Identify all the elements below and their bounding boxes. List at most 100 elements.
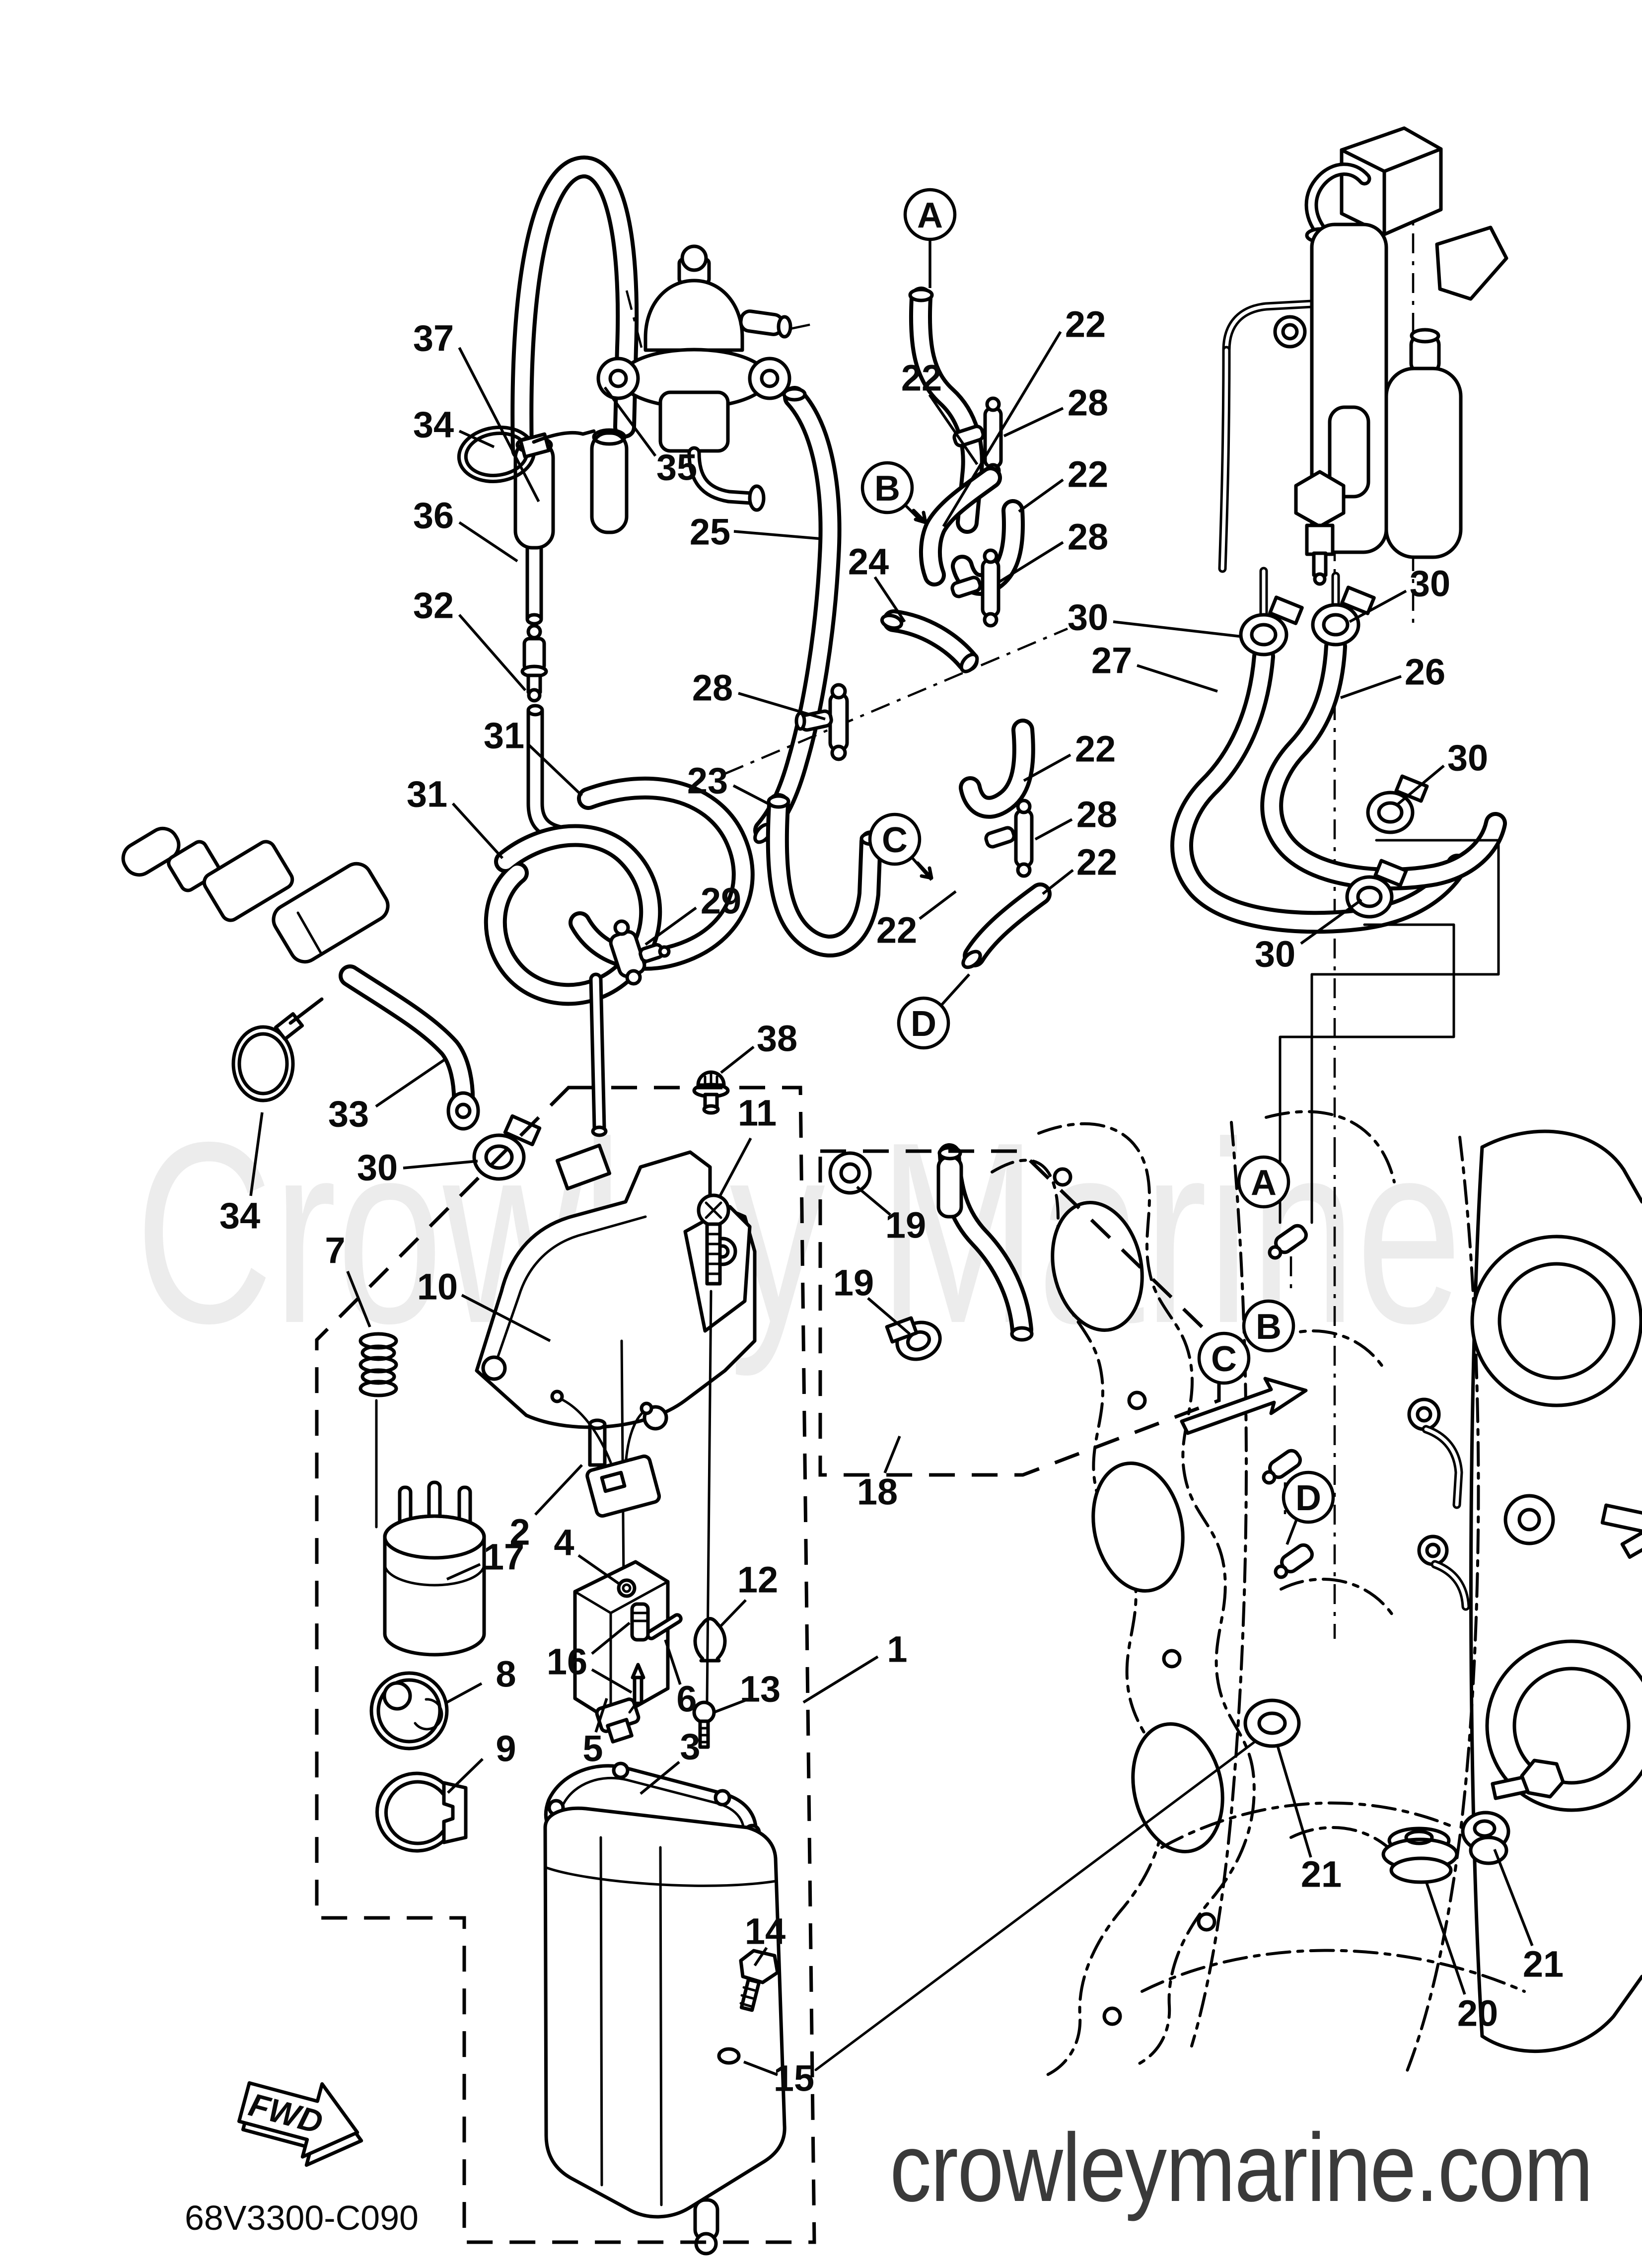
callout-label: 28 xyxy=(1068,516,1108,558)
callout-26[interactable]: 26 xyxy=(1340,652,1445,699)
fuel-pressure-regulator xyxy=(596,244,815,512)
callout-4[interactable]: 4 xyxy=(554,1522,621,1586)
callout-31[interactable]: 31 xyxy=(407,774,504,859)
leader-line xyxy=(1285,1518,1298,1545)
callout-27[interactable]: 27 xyxy=(1091,640,1218,693)
callout-38[interactable]: 38 xyxy=(720,1018,797,1074)
callout-20[interactable]: 20 xyxy=(1425,1881,1498,2034)
callout-28[interactable]: 28 xyxy=(1003,382,1108,438)
pump-wiring-connector xyxy=(550,1390,661,1518)
callout-7[interactable]: 7 xyxy=(325,1230,371,1328)
callout-25[interactable]: 25 xyxy=(690,512,822,553)
callout-3[interactable]: 3 xyxy=(640,1726,701,1795)
callout-13[interactable]: 13 xyxy=(714,1669,781,1714)
callout-label: B xyxy=(874,469,900,509)
callout-12[interactable]: 12 xyxy=(718,1559,778,1629)
leader-line xyxy=(856,1185,891,1216)
callout-18[interactable]: 18 xyxy=(857,1435,901,1513)
callout-6[interactable]: 6 xyxy=(664,1639,697,1720)
callout-9[interactable]: 9 xyxy=(447,1728,516,1794)
screw-14 xyxy=(739,1949,780,2012)
callout-a[interactable]: A xyxy=(1237,1155,1290,1209)
leader-line xyxy=(718,1599,747,1629)
callout-label: 9 xyxy=(496,1728,516,1769)
callout-16[interactable]: 16 xyxy=(547,1621,633,1694)
callout-label: 27 xyxy=(1091,640,1132,681)
callout-28[interactable]: 28 xyxy=(692,667,826,721)
leader-line xyxy=(451,803,504,859)
callout-22[interactable]: 22 xyxy=(942,304,1106,527)
hose-clamp-30 xyxy=(1345,859,1408,919)
callout-10[interactable]: 10 xyxy=(417,1266,551,1342)
callout-31[interactable]: 31 xyxy=(484,715,583,797)
leader-line xyxy=(738,692,826,721)
callout-label: 22 xyxy=(1076,842,1117,883)
callout-30[interactable]: 30 xyxy=(1255,898,1362,975)
callout-22[interactable]: 22 xyxy=(876,890,957,951)
callout-22[interactable]: 22 xyxy=(1023,729,1116,782)
callout-d[interactable]: D xyxy=(897,973,971,1050)
leader-line xyxy=(591,1621,631,1655)
callout-c[interactable]: C xyxy=(1197,1331,1251,1385)
callout-d[interactable]: D xyxy=(1282,1470,1335,1545)
callout-30[interactable]: 30 xyxy=(1395,737,1488,807)
o-ring-4 xyxy=(617,1578,637,1598)
callout-32[interactable]: 32 xyxy=(413,585,527,691)
callout-30[interactable]: 30 xyxy=(1068,597,1243,638)
leader-line xyxy=(714,1698,748,1714)
leader-line xyxy=(403,1160,478,1170)
retainer-ring-9 xyxy=(375,1771,468,1853)
callout-34[interactable]: 34 xyxy=(413,404,495,448)
leader-line xyxy=(1276,1744,1312,1858)
callout-36[interactable]: 36 xyxy=(413,495,518,563)
callout-29[interactable]: 29 xyxy=(644,880,741,946)
washer-21 xyxy=(1243,1698,1301,1748)
callout-34[interactable]: 34 xyxy=(219,1112,264,1237)
callout-label: 33 xyxy=(328,1094,369,1135)
callout-label: 30 xyxy=(357,1147,398,1188)
callout-8[interactable]: 8 xyxy=(446,1654,516,1704)
callout-22[interactable]: 22 xyxy=(901,358,979,465)
callout-19[interactable]: 19 xyxy=(833,1262,911,1335)
callout-a[interactable]: A xyxy=(903,188,957,288)
callout-28[interactable]: 28 xyxy=(998,516,1108,584)
callout-22[interactable]: 22 xyxy=(1018,454,1108,513)
callout-28[interactable]: 28 xyxy=(1034,794,1117,841)
callout-b[interactable]: B xyxy=(1242,1299,1295,1353)
leader-line xyxy=(1018,478,1064,513)
leader-line xyxy=(904,504,923,522)
callout-21[interactable]: 21 xyxy=(1493,1848,1564,1985)
callout-2[interactable]: 2 xyxy=(509,1464,583,1553)
callout-24[interactable]: 24 xyxy=(848,541,906,623)
callout-1[interactable]: 1 xyxy=(802,1629,908,1704)
callout-5[interactable]: 5 xyxy=(582,1698,608,1769)
leader-line xyxy=(1137,664,1218,693)
callout-label: 26 xyxy=(1405,652,1445,693)
callout-33[interactable]: 33 xyxy=(328,1057,447,1135)
callout-circle xyxy=(860,461,914,514)
callout-23[interactable]: 23 xyxy=(687,760,776,808)
fuel-rail-assembly xyxy=(1218,126,1508,1147)
callout-11[interactable]: 11 xyxy=(717,1093,777,1199)
fuel-hose-25 xyxy=(753,386,842,844)
callout-15[interactable]: 15 xyxy=(743,2058,814,2099)
leader-line xyxy=(802,1655,879,1704)
direction-arrow-c xyxy=(1180,1377,1308,1435)
callout-30[interactable]: 30 xyxy=(357,1147,478,1188)
callout-35[interactable]: 35 xyxy=(603,386,697,488)
leader-line xyxy=(743,2060,778,2076)
callout-b[interactable]: B xyxy=(860,461,923,522)
leader-line xyxy=(1493,1848,1534,1947)
callout-17[interactable]: 17 xyxy=(446,1536,524,1581)
callout-label: 22 xyxy=(1068,454,1108,495)
callout-label: 8 xyxy=(496,1654,516,1695)
callout-21[interactable]: 21 xyxy=(1276,1744,1342,1895)
callout-37[interactable]: 37 xyxy=(413,318,540,503)
callout-19[interactable]: 19 xyxy=(856,1185,926,1246)
callout-22[interactable]: 22 xyxy=(1042,842,1117,895)
callout-label: 5 xyxy=(582,1728,603,1769)
callout-30[interactable]: 30 xyxy=(1349,563,1450,623)
callout-14[interactable]: 14 xyxy=(745,1911,785,1967)
leader-line xyxy=(732,784,776,808)
callout-c[interactable]: C xyxy=(868,812,933,881)
